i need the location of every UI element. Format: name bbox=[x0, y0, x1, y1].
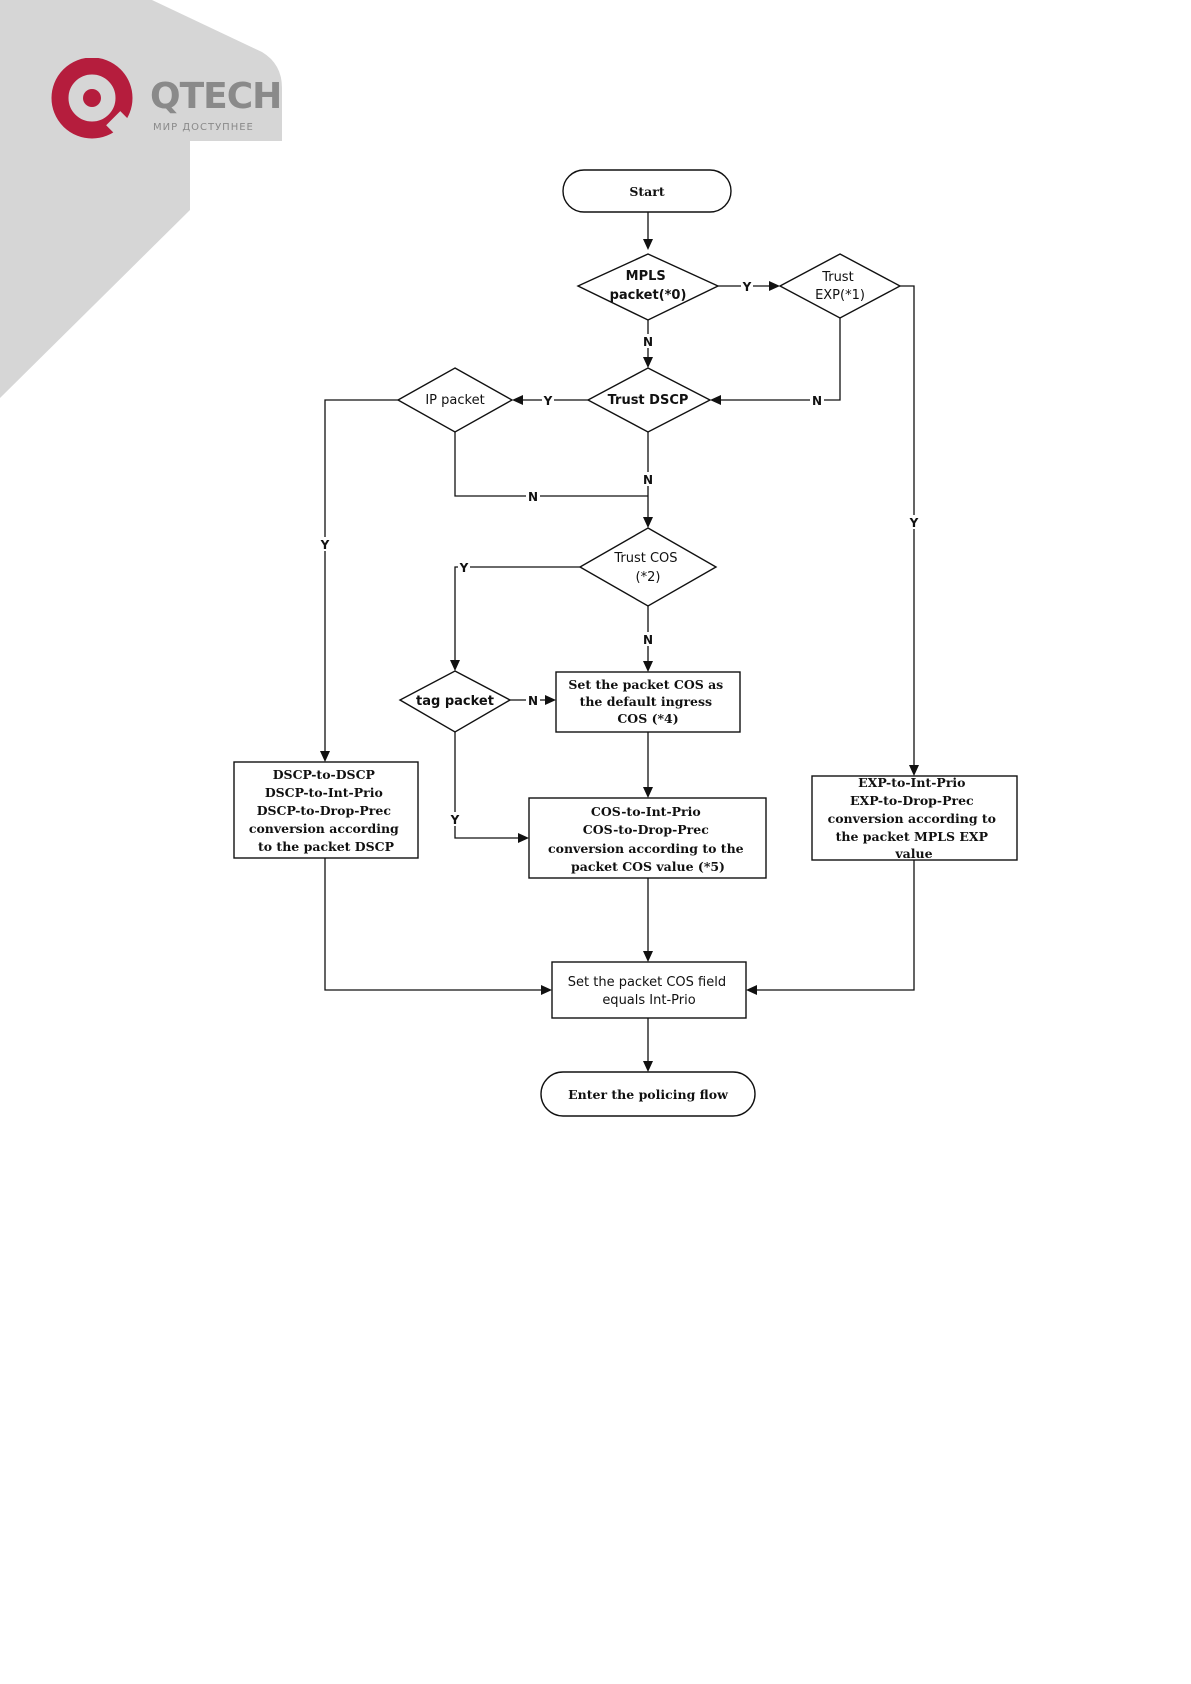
process-dscp-line2: DSCP-to-Int-Prio bbox=[265, 785, 383, 800]
flow-connectors bbox=[324, 212, 915, 1066]
decision-cos-line2: (*2) bbox=[636, 570, 661, 585]
edge-label-dscp-no: N bbox=[643, 473, 653, 487]
flow-arrowheads bbox=[320, 239, 919, 1072]
node-start-label: Start bbox=[629, 184, 664, 199]
edge-label-tag-yes: Y bbox=[450, 813, 460, 827]
connector-cos-tag bbox=[454, 566, 580, 665]
decision-cos-line1: Trust COS bbox=[613, 551, 677, 566]
decision-trust-cos: Trust COS (*2) bbox=[578, 527, 718, 607]
process-set-default-cos: Set the packet COS as the default ingres… bbox=[555, 671, 741, 733]
process-default-line3: COS (*4) bbox=[617, 711, 678, 726]
process-cos-line1: COS-to-Int-Prio bbox=[591, 804, 701, 819]
arrowhead bbox=[320, 751, 330, 762]
svg-text:MPLS packet(*0): MPLS packet(*0) bbox=[610, 269, 687, 303]
process-default-line1: Set the packet COS as bbox=[568, 677, 723, 692]
brand-name: QTECH bbox=[150, 76, 282, 117]
process-cos-conversion: COS-to-Int-Prio COS-to-Drop-Prec convers… bbox=[528, 797, 767, 879]
arrowhead bbox=[541, 985, 552, 995]
decision-tag-label: tag packet bbox=[416, 694, 494, 709]
edge-label-mpls-no: N bbox=[643, 335, 653, 349]
connector-tag-cos-conversion bbox=[454, 732, 522, 839]
svg-text:Set the packet COS as: Set the packet COS as the default ingres… bbox=[568, 677, 727, 726]
process-cos-line3: conversion according to the bbox=[548, 841, 744, 856]
process-cos-line2: COS-to-Drop-Prec bbox=[583, 822, 709, 837]
process-dscp-line5: to the packet DSCP bbox=[258, 839, 395, 854]
process-dscp-line1: DSCP-to-DSCP bbox=[273, 767, 376, 782]
arrowhead bbox=[710, 395, 721, 405]
edge-label-mpls-yes: Y bbox=[742, 280, 752, 294]
connector-exp-dscp bbox=[716, 318, 841, 401]
edge-label-ip-yes: Y bbox=[320, 538, 330, 552]
company-logo: QTECH МИР ДОСТУПНЕЕ bbox=[50, 57, 290, 148]
edge-label-cos-no: N bbox=[643, 633, 653, 647]
svg-text:EXP-to-Int-Prio EXP-to: EXP-to-Int-Prio EXP-to-Drop-Prec convers… bbox=[828, 775, 1001, 861]
decision-trust-exp: Trust EXP(*1) bbox=[778, 253, 902, 319]
arrowhead bbox=[643, 951, 653, 962]
node-end: Enter the policing flow bbox=[540, 1071, 756, 1117]
decision-trust-dscp: Trust DSCP bbox=[586, 367, 712, 433]
arrowhead bbox=[643, 239, 653, 250]
edge-label-ip-no: N bbox=[528, 490, 538, 504]
brand-tagline: МИР ДОСТУПНЕЕ bbox=[153, 122, 254, 133]
connector-ip-cos bbox=[454, 432, 648, 497]
edge-label-exp-yes: Y bbox=[909, 516, 919, 530]
svg-text:COS-to-Int-Prio COS-to: COS-to-Int-Prio COS-to-Drop-Prec convers… bbox=[548, 804, 748, 874]
edge-label-tag-no: N bbox=[528, 694, 538, 708]
node-start: Start bbox=[562, 169, 732, 213]
connector-exp-conversion-set bbox=[752, 860, 915, 991]
process-exp-line4: the packet MPLS EXP bbox=[836, 829, 989, 844]
node-end-label: Enter the policing flow bbox=[568, 1087, 729, 1102]
process-cos-line4: packet COS value (*5) bbox=[571, 859, 725, 874]
arrowhead bbox=[450, 660, 460, 671]
decision-mpls-line2: packet(*0) bbox=[610, 288, 687, 303]
decision-exp-line1: Trust bbox=[821, 270, 853, 285]
decision-tag-packet: tag packet bbox=[398, 670, 512, 733]
arrowhead bbox=[643, 517, 653, 528]
arrowhead bbox=[643, 1061, 653, 1072]
process-exp-line1: EXP-to-Int-Prio bbox=[858, 775, 965, 790]
arrowhead bbox=[643, 661, 653, 672]
svg-text:Trust COS (*2): Trust COS (*2) bbox=[613, 551, 681, 585]
decision-mpls-line1: MPLS bbox=[626, 269, 666, 284]
arrowhead bbox=[512, 395, 523, 405]
process-set-cos-line1: Set the packet COS field bbox=[568, 975, 726, 990]
svg-text:DSCP-to-DSCP DSCP-to-I: DSCP-to-DSCP DSCP-to-Int-Prio DSCP-to-Dr… bbox=[249, 767, 403, 854]
arrowhead bbox=[643, 787, 653, 798]
process-default-line2: the default ingress bbox=[580, 694, 713, 709]
decision-exp-line2: EXP(*1) bbox=[815, 288, 865, 303]
process-dscp-line4: conversion according bbox=[249, 821, 399, 836]
process-dscp-conversion: DSCP-to-DSCP DSCP-to-Int-Prio DSCP-to-Dr… bbox=[233, 761, 419, 859]
decision-mpls-packet: MPLS packet(*0) bbox=[576, 253, 720, 321]
svg-text:Trust EXP(*1): Trust EXP(*1) bbox=[815, 270, 865, 303]
arrowhead bbox=[769, 281, 780, 291]
decision-ip-packet: IP packet bbox=[396, 367, 514, 433]
arrowhead bbox=[746, 985, 757, 995]
edge-label-dscp-yes: Y bbox=[543, 394, 553, 408]
process-set-cos-line2: equals Int-Prio bbox=[602, 993, 695, 1008]
edge-labels: Y N N Y Y N Y N Y N N Y bbox=[319, 279, 920, 827]
process-dscp-line3: DSCP-to-Drop-Prec bbox=[257, 803, 392, 818]
process-exp-line2: EXP-to-Drop-Prec bbox=[850, 793, 974, 808]
connector-dscp-conversion-set bbox=[324, 858, 546, 991]
process-exp-line5: value bbox=[894, 846, 932, 861]
arrowhead bbox=[545, 695, 556, 705]
arrowhead bbox=[909, 765, 919, 776]
process-set-cos-field: Set the packet COS field equals Int-Prio bbox=[551, 961, 747, 1019]
qtech-logo-icon bbox=[51, 57, 136, 141]
arrowhead bbox=[518, 833, 529, 843]
edge-label-cos-yes: Y bbox=[459, 561, 469, 575]
decision-ip-label: IP packet bbox=[425, 393, 484, 408]
process-exp-line3: conversion according to bbox=[828, 811, 996, 826]
svg-text:Set the packet COS field: Set the packet COS field equals Int-Prio bbox=[568, 975, 731, 1008]
connector-ip-dscp-conversion bbox=[324, 399, 398, 756]
decision-dscp-label: Trust DSCP bbox=[608, 393, 689, 408]
edge-label-exp-no: N bbox=[812, 394, 822, 408]
process-exp-conversion: EXP-to-Int-Prio EXP-to-Drop-Prec convers… bbox=[811, 775, 1018, 861]
arrowhead bbox=[643, 357, 653, 368]
connector-exp-exp-conversion bbox=[900, 285, 915, 770]
corner-decoration bbox=[0, 0, 282, 398]
